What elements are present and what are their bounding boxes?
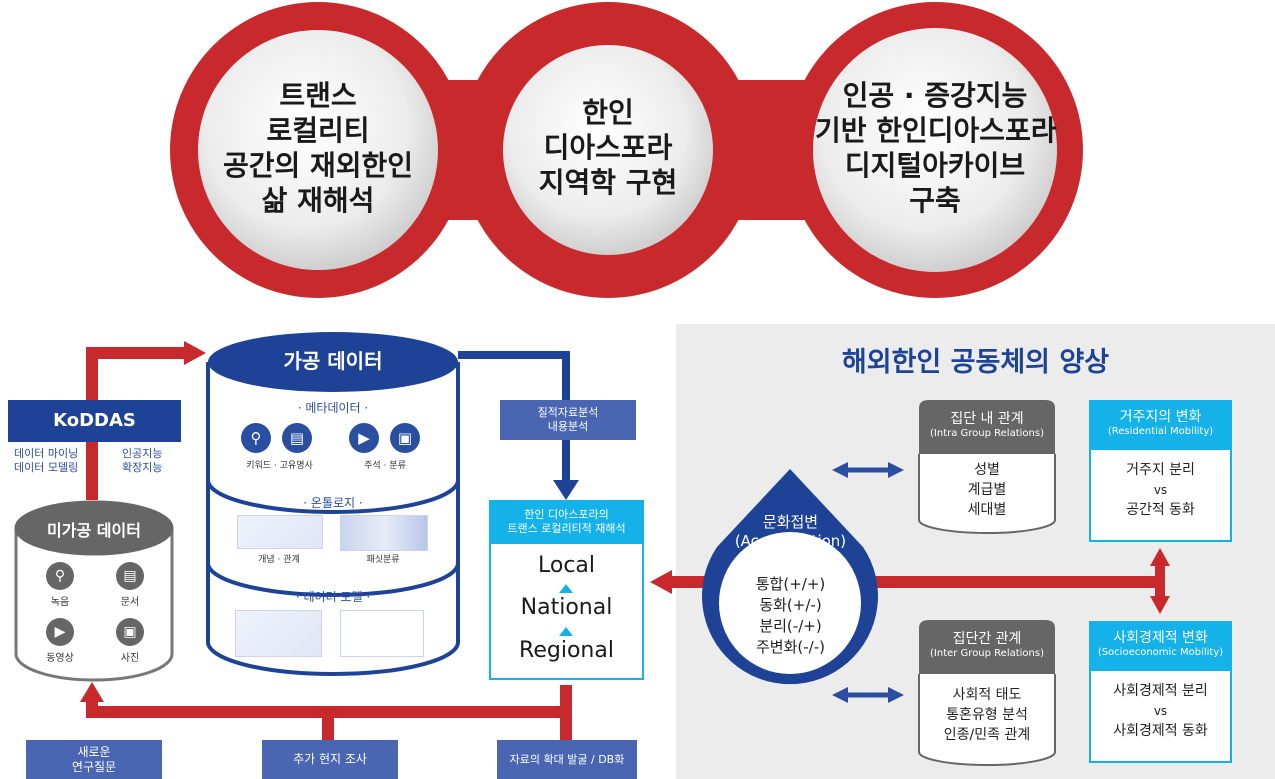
intra-group-items: 성별 계급별 세대별 — [967, 462, 1007, 518]
new-research-question-box: 새로운 연구질문 — [26, 740, 162, 779]
data-model-network-thumbnail — [340, 610, 424, 657]
mic-icon: ⚲ — [241, 423, 271, 453]
document-icon: ▤ — [116, 562, 144, 590]
raw-item-label: 동영상 — [46, 653, 74, 664]
acculturation-drop — [702, 469, 878, 685]
intra-group-title: 집단 내 관계 (Intra Group Relations) — [930, 411, 1044, 439]
circle-3-text: 인공 · 증강지능 기반 한인디아스포라 디지털아카이브 구축 — [815, 79, 1057, 217]
data-model-tree-thumbnail — [235, 610, 322, 657]
acculturation-items: 통합(+/+) 동화(+/-) 분리(-/+) 주변화(-/-) — [755, 575, 826, 656]
acculturation-title: 문화접변 (Acculturation) — [734, 513, 847, 550]
processed-data-title: 가공 데이터 — [283, 349, 383, 373]
residential-body: 거주지 분리 vs 공간적 동화 — [1089, 450, 1232, 542]
metadata-label-left: 키워드 · 고유명사 — [246, 461, 313, 471]
translocal-header: 한인 디아스포라의 트랜스 로컬리티적 재해석 — [489, 500, 644, 544]
residential-header: 거주지의 변화 (Residential Mobility) — [1089, 400, 1232, 450]
ontology-label-left: 개념 · 관계 — [258, 555, 300, 565]
metadata-label-right: 주석 · 분류 — [364, 461, 406, 471]
level-local: Local — [537, 553, 596, 578]
additional-field-survey-box: 추가 현지 조사 — [262, 740, 398, 779]
circle-2-text: 한인 디아스포라 지역학 구현 — [538, 96, 678, 199]
level-regional: Regional — [519, 638, 614, 663]
translocal-body — [489, 544, 644, 680]
koddas-right-text: 인공지능 확장지능 — [122, 447, 163, 474]
raw-item-label: 문서 — [120, 597, 140, 608]
ontology-label-right: 패싯분류 — [366, 555, 400, 565]
inter-group-cylinder — [918, 620, 1056, 766]
qualitative-analysis-box: 질적자료분석 내용분석 — [500, 400, 636, 440]
inter-group-items: 사회적 태도 통혼유형 분석 인종/민족 관계 — [943, 687, 1031, 743]
ontology-concept-thumbnail — [237, 515, 323, 549]
video-icon: ▶ — [349, 423, 379, 453]
ontology-facet-thumbnail — [340, 515, 428, 551]
mic-icon: ⚲ — [46, 562, 74, 590]
raw-item-label: 녹음 — [50, 597, 70, 608]
data-model-title: · 데이터 모델 · — [295, 590, 371, 604]
top-circles-graphic — [170, 2, 1083, 298]
inter-group-title: 집단간 관계 (Inter Group Relations) — [930, 631, 1044, 659]
socioeconomic-header: 사회경제적 변화 (Socioeconomic Mobility) — [1089, 621, 1232, 671]
level-national: National — [520, 595, 613, 620]
metadata-title: · 메타데이터 · — [297, 401, 369, 415]
video-icon: ▶ — [46, 618, 74, 646]
triangle-icon — [559, 584, 573, 593]
circle-1-text: 트랜스 로컬리티 공간의 재외한인 삶 재해석 — [222, 79, 414, 217]
koddas-box: KoDDAS — [8, 400, 181, 442]
data-expansion-box: 자료의 확대 발굴 / DB화 — [497, 740, 637, 779]
community-title: 해외한인 공동체의 양상 — [841, 347, 1110, 378]
koddas-left-text: 데이터 마이닝 데이터 모델링 — [14, 447, 79, 474]
ontology-title: · 온톨로지 · — [303, 496, 363, 510]
intra-group-cylinder — [918, 400, 1056, 534]
raw-item-label: 사진 — [120, 653, 140, 664]
document-icon: ▤ — [282, 423, 312, 453]
photo-icon: ▣ — [390, 423, 420, 453]
triangle-icon — [559, 627, 573, 636]
raw-data-title: 미가공 데이터 — [47, 521, 141, 540]
socioeconomic-body: 사회경제적 분리 vs 사회경제적 동화 — [1089, 671, 1232, 763]
photo-icon: ▣ — [116, 618, 144, 646]
